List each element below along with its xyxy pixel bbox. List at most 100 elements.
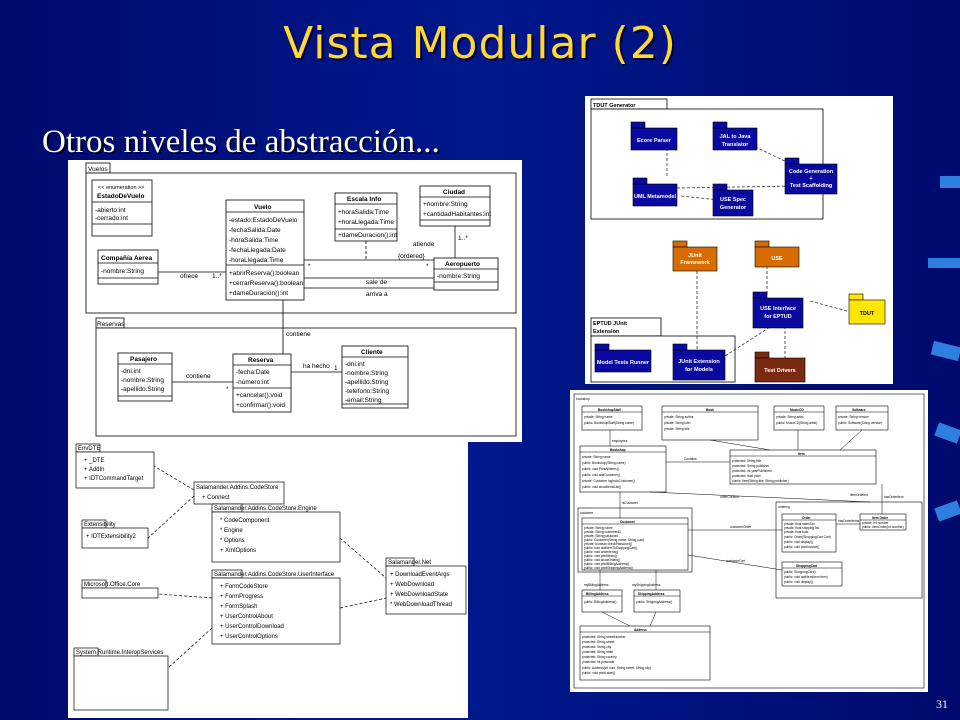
estado-attr: -cerrado:int [95, 215, 128, 222]
decor-stripe [940, 176, 960, 188]
ui-title: Salamander.Addins.CodeStore.UserInterfac… [214, 572, 335, 578]
class-attr: protected: int yearPublished [732, 469, 772, 473]
uml-vuelos-svg: Vuelos Reservas << enumeration >> Estado… [85, 162, 517, 437]
reserva-op: +cancelar():void [236, 392, 283, 399]
mult-label: * [226, 386, 229, 393]
engine-item: + XmlOptions [220, 548, 256, 554]
use-spec-label: Generator [720, 205, 747, 211]
class-attr: protected: float price [732, 474, 761, 478]
aeropuerto-attr: -nombre:String [437, 273, 480, 280]
class-attr: public: void printLabel() [582, 671, 615, 675]
ciudad-attr: +cantidadHabitantes:int [423, 211, 491, 218]
engine-item: * Engine [220, 528, 243, 534]
engine-item: * CodeComponent [220, 518, 270, 524]
ui-item: + FormCodeStore [220, 584, 269, 590]
assoc-sale-de: sale de [366, 279, 387, 286]
class-attr: public: void PrintAllItems() [582, 467, 619, 471]
assoc-label: itemOrdered [850, 493, 868, 497]
class-attr: public: Customer(String name, String cus… [584, 538, 644, 542]
slide-title: Vista Modular (2) [283, 18, 677, 69]
use-label: USE [771, 256, 783, 262]
model-tests-runner-label: Model Tests Runner [597, 360, 650, 366]
assoc-label: Contains [684, 457, 697, 461]
mult-label: 1..* [458, 235, 468, 242]
ui-item: + UserControlDownload [220, 624, 284, 630]
engine-item: * Options [220, 538, 245, 544]
pkg-eptud-label: EPTUD JUnit [593, 321, 627, 327]
jal-to-java-label: Translator [722, 142, 749, 148]
class-attr: public: Software(String version) [838, 421, 882, 425]
class-attr: public: Item(String title, String publis… [732, 479, 789, 483]
class-billingaddress: BillingAddress [586, 592, 609, 596]
assoc-label: employees [612, 439, 628, 443]
cliente-attr: -telefono:String [345, 388, 389, 395]
class-attr: private: String artist [776, 415, 804, 419]
ui-item: + UserControlAbout [220, 614, 273, 620]
vuelo-attr: -horaSalida:Time [229, 237, 279, 244]
page-number: 31 [936, 697, 948, 711]
assoc-ofrece: ofrece [180, 273, 198, 280]
reserva-op: +confirmar():void [236, 402, 285, 409]
pkg-tdut-generator: TDUT Generator [593, 103, 636, 109]
class-attr: private: Customer logInAsCustomer() [582, 479, 635, 483]
escala-attr: +horaLlegada:Time [338, 219, 394, 226]
class-bookshop: Bookshop [610, 448, 626, 452]
class-attr: public: Order(ShoppingCart Cart) [784, 535, 831, 539]
salamander-svg: EnvDTE + _DTE + AddIn + IDTCommandTarget… [73, 443, 467, 711]
ordering-frame-label: ordering [778, 505, 790, 509]
escala-name: Escala Info [347, 196, 381, 203]
codestore-title: Salamander.Addins.CodeStore [196, 485, 279, 491]
assoc-label: hasOrderItem [884, 495, 904, 499]
aeropuerto-name: Aeropuerto [445, 261, 480, 268]
ui-item: + FormSplash [220, 604, 258, 610]
ciudad-name: Ciudad [443, 189, 465, 196]
class-attr: protected: String streetNumber [582, 635, 627, 639]
class-attr: protected: String city [582, 645, 611, 649]
assoc-label: orderCreated [720, 495, 739, 499]
class-attr: protected: String publisher [732, 464, 770, 468]
class-order: Order [802, 516, 811, 520]
cliente-attr: -dni:int [345, 361, 365, 368]
class-attr: private: int number [862, 521, 889, 525]
class-attr: public: Address(int num, String street, … [582, 666, 651, 670]
class-attr: public: void printBillingAddress() [584, 562, 629, 566]
net-item: + WebDownload [390, 582, 434, 588]
use-interface-label: for EPTUD [764, 314, 792, 320]
assoc-ordered: {ordered} [398, 253, 426, 260]
mult-label: 1 [334, 365, 338, 372]
vuelo-op: +abrirReserva():boolean [229, 270, 300, 277]
compania-name: Compañía Aerea [101, 255, 152, 262]
assoc-label: customerCart [726, 559, 745, 563]
vuelo-op: +cerrarReserva():boolean [229, 280, 304, 287]
envdte-item: + IDTCommandTarget [84, 476, 144, 482]
class-item: Item [798, 452, 805, 456]
ext-item: + IDTExtensibility2 [86, 534, 137, 540]
class-attr: public: void showOrders() [584, 558, 620, 562]
envdte-item: + _DTE [84, 458, 105, 464]
reserva-name: Reserva [248, 357, 274, 364]
bookshop-svg: bookshop BookshopStaff private: String n… [573, 393, 925, 689]
interop-title: System.Runtime.InteropServices [76, 650, 163, 656]
class-attr: private: String title [664, 427, 690, 431]
jal-to-java-label: JAL to Java [720, 134, 752, 140]
use-spec-label: USE Spec [720, 197, 746, 203]
decor-stripe [934, 500, 960, 522]
class-attr: public: ShoppingCart() [784, 570, 816, 574]
pkg-eptud-label: Extension [593, 329, 620, 335]
mult-label: * [426, 263, 429, 270]
net-item: * WebDownloadThread [390, 602, 452, 608]
customer-frame-label: customer [580, 511, 594, 515]
bookshop-frame-label: bookshop [576, 397, 590, 401]
class-attr: public: void showItemsList() [582, 485, 621, 489]
decor-stripe [928, 258, 960, 268]
assoc-label: isCustomer [622, 501, 639, 505]
class-attr: public: BookshopStaff(String name) [584, 421, 634, 425]
uml-metamodel-label: UML Metamodel [634, 194, 677, 200]
ui-item: + FormProgress [220, 594, 263, 600]
class-attr: public: void display() [784, 580, 813, 584]
class-attr: public: void printItems() [584, 554, 617, 558]
pkg-vuelos-label: Vuelos [88, 166, 108, 173]
class-attr: public: Bookshop(String name) [582, 461, 626, 465]
class-attr: private: String name [584, 415, 613, 419]
class-customer: Customer [620, 520, 636, 524]
